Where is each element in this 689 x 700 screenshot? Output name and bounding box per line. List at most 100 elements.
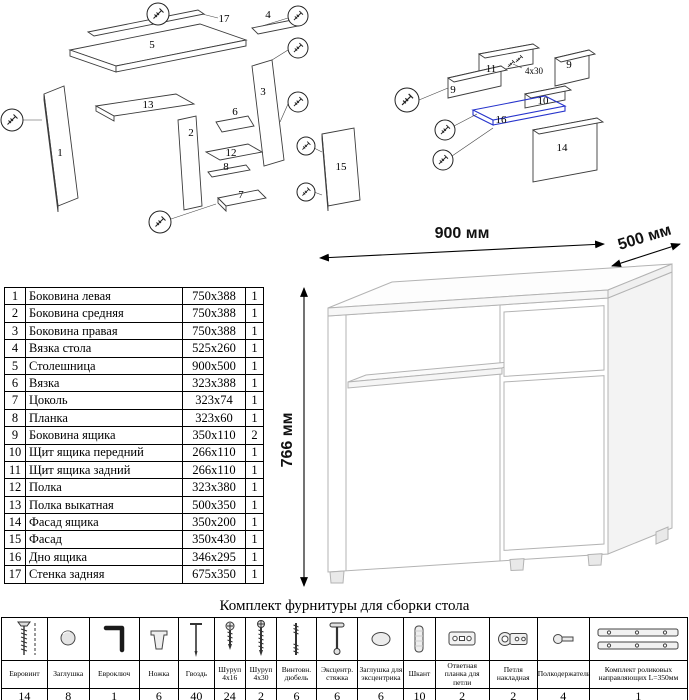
hw-cell [434, 617, 490, 661]
hw-cell [536, 617, 590, 661]
part-qty: 1 [245, 547, 264, 567]
hw-cell [488, 617, 538, 661]
part-size: 750x388 [182, 321, 246, 341]
part-qty: 1 [245, 443, 264, 462]
part-number-labels: 5 17 4 1 13 2 3 6 12 8 7 15 [57, 9, 347, 201]
hw-label: Заглушка [46, 660, 90, 689]
part-qty: 1 [245, 321, 264, 341]
cap-icon [60, 630, 76, 646]
part-name: Столешница [25, 356, 183, 375]
part-size: 323x74 [182, 391, 246, 410]
exploded-view-drawer-diagram: 11 9 9 10 16 14 4x30 [394, 43, 605, 183]
hinge-plate-icon [448, 631, 476, 646]
part-name: Боковина левая [25, 286, 183, 306]
hw-label: Евровинт [1, 660, 48, 689]
part-label: 3 [260, 86, 266, 98]
hw-cell [88, 617, 140, 661]
exploded-view-main-diagram: 5 17 4 1 13 2 3 6 12 8 7 15 [0, 2, 361, 234]
part-qty: 1 [245, 286, 264, 306]
part-number: 13 [4, 495, 26, 515]
part-size: 750x388 [182, 304, 246, 323]
part-name: Щит ящика передний [25, 443, 183, 462]
hw-cell [588, 617, 689, 661]
leader-lines [23, 13, 323, 220]
strip-panel [207, 164, 251, 178]
part-size: 675x350 [182, 565, 246, 584]
hw-label: Винтовн. дюбель [276, 660, 317, 689]
part-number: 17 [4, 565, 26, 584]
hw-cell [138, 617, 180, 661]
part-name: Полка [25, 478, 183, 497]
desk-foot [509, 558, 525, 572]
part-qty: 1 [245, 339, 264, 358]
overlay-hinge-icon [498, 632, 528, 646]
part-name: Боковина ящика [25, 426, 183, 445]
dimension-lines [300, 240, 681, 587]
left-side-panel [43, 85, 79, 207]
hw-qty: 6 [315, 687, 359, 700]
part-size: 323x60 [182, 408, 246, 428]
hw-qty: 1 [88, 687, 140, 700]
right-side-panel [251, 59, 285, 167]
drawer-front [503, 305, 605, 377]
hw-label: Ответная планка для петли [434, 660, 490, 689]
desk-foot [329, 570, 345, 584]
part-qty: 1 [245, 356, 264, 375]
part-label: 5 [149, 39, 155, 51]
part-name: Боковина правая [25, 321, 183, 341]
part-name: Дно ящика [25, 547, 183, 567]
hw-label: Петля накладная [488, 660, 538, 689]
hw-qty: 6 [138, 687, 180, 700]
wooden-dowel-icon [414, 625, 424, 653]
part-number: 1 [4, 286, 26, 306]
part-number: 10 [4, 443, 26, 462]
drawer-slides-icon [597, 628, 679, 650]
part-label: 6 [232, 106, 238, 118]
height-dimension-label: 766 мм [279, 413, 296, 468]
width-dimension-line [319, 240, 605, 262]
part-number: 9 [4, 426, 26, 445]
hw-qty: 8 [46, 687, 90, 700]
part-qty: 1 [245, 373, 264, 393]
euro-screw-icon [17, 621, 36, 655]
nail-icon [190, 623, 203, 657]
hw-label: Заглушка для эксцентрика [357, 660, 405, 689]
hw-qty: 14 [1, 687, 48, 700]
part-size: 323x380 [182, 478, 246, 497]
part-number: 4 [4, 339, 26, 358]
screw-4x16-icon [225, 621, 235, 650]
part-label: 1 [57, 147, 63, 159]
width-dimension-label: 900 мм [435, 225, 490, 242]
hardware-kit-title: Комплект фурнитуры для сборки стола [219, 598, 470, 614]
hw-qty: 10 [403, 687, 436, 700]
part-qty: 1 [245, 565, 264, 584]
hw-cell [178, 617, 215, 661]
part-name: Фасад ящика [25, 513, 183, 532]
part-number: 7 [4, 391, 26, 410]
part-name: Вязка стола [25, 339, 183, 358]
hardware-qty-row: 14 8 1 6 40 24 2 6 6 6 10 2 2 4 1 [1, 687, 689, 700]
hw-cell [1, 617, 48, 661]
part-label: 10 [538, 95, 550, 107]
part-name: Щит ящика задний [25, 460, 183, 480]
part-name: Стенка задняя [25, 565, 183, 584]
desk-foot [655, 526, 669, 545]
drawer-bottom-panel-highlighted [471, 95, 567, 126]
middle-side-panel [177, 115, 203, 211]
desk-right-side-face [607, 271, 673, 555]
part-label: 4 [265, 9, 271, 21]
part-label: 17 [219, 13, 231, 25]
drawer-leader-lines [418, 63, 523, 157]
eccentric-cap-icon [371, 632, 391, 646]
